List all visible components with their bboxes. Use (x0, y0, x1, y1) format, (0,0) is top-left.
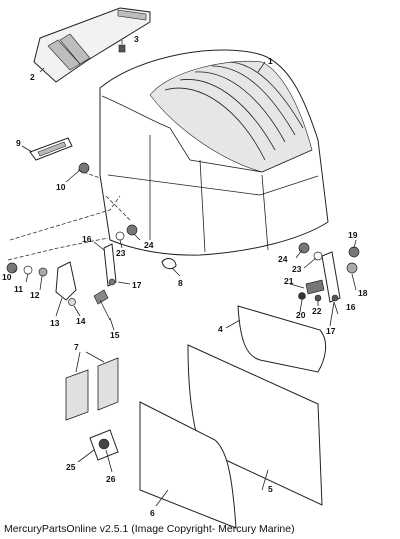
cowl-vent-cover[interactable] (33, 7, 151, 83)
callout-23-right: 23 (292, 264, 302, 274)
nut-part-24-left[interactable] (126, 224, 138, 236)
callout-25: 25 (66, 462, 76, 472)
callout-17-right: 17 (326, 326, 336, 336)
callout-2: 2 (30, 72, 35, 82)
top-cowl[interactable] (99, 49, 329, 256)
callout-7: 7 (74, 342, 79, 352)
callout-24-right: 24 (278, 254, 288, 264)
clip-part-8[interactable] (161, 258, 177, 270)
panel-part-5[interactable] (187, 344, 323, 506)
callout-18: 18 (358, 288, 368, 298)
callout-10-lower: 10 (2, 272, 12, 282)
callout-1: 1 (268, 56, 273, 66)
callout-14: 14 (76, 316, 86, 326)
left-latch-hardware[interactable] (6, 261, 111, 321)
leader-lines (13, 61, 357, 507)
callout-11: 11 (14, 284, 23, 294)
panel-part-4[interactable] (237, 305, 327, 373)
image-caption: MercuryPartsOnline v2.5.1 (Image Copyrig… (4, 523, 295, 535)
panel-part-6[interactable] (139, 401, 237, 529)
callout-9: 9 (16, 138, 21, 148)
callout-labels: 1 2 3 4 5 6 7 8 9 10 10 11 12 13 14 15 1… (2, 34, 368, 518)
callout-8: 8 (178, 278, 183, 288)
washer-part-23-left[interactable] (115, 231, 125, 241)
bracket-part-16-left[interactable] (103, 243, 117, 287)
handle-part-9[interactable] (29, 137, 73, 161)
callout-15: 15 (110, 330, 120, 340)
callout-13: 13 (50, 318, 60, 328)
callout-16-right: 16 (346, 302, 356, 312)
callout-21: 21 (284, 276, 294, 286)
callout-22: 22 (312, 306, 322, 316)
callout-23-left: 23 (116, 248, 126, 258)
callout-3: 3 (134, 34, 139, 44)
decal-part-7[interactable] (65, 357, 119, 421)
callout-17-left: 17 (132, 280, 142, 290)
drain-plug-assembly[interactable] (89, 429, 119, 461)
callout-26: 26 (106, 474, 116, 484)
callout-10-upper: 10 (56, 182, 66, 192)
screw-part-3[interactable] (118, 40, 126, 53)
callout-6: 6 (150, 508, 155, 518)
callout-20: 20 (296, 310, 306, 320)
callout-24-left: 24 (144, 240, 154, 250)
callout-19: 19 (348, 230, 358, 240)
callout-4: 4 (218, 324, 223, 334)
callout-16-left: 16 (82, 234, 92, 244)
nut-part-10-upper[interactable] (78, 162, 90, 174)
right-latch-hardware[interactable] (298, 242, 360, 303)
callout-5: 5 (268, 484, 273, 494)
callout-12: 12 (30, 290, 40, 300)
